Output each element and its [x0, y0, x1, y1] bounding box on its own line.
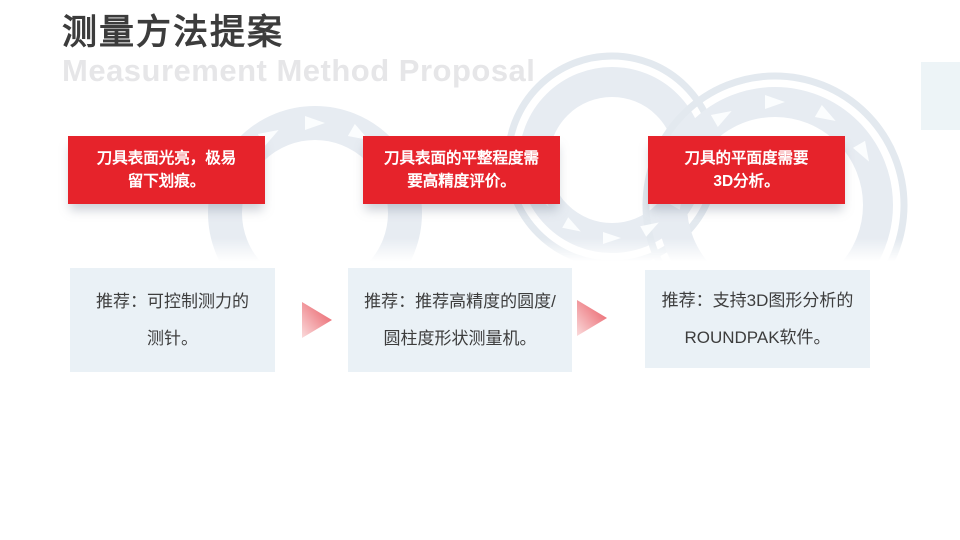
ring-fade-overlay	[0, 238, 960, 264]
flow-arrow-icon	[302, 302, 332, 338]
header: 测量方法提案 Measurement Method Proposal	[62, 12, 535, 88]
recommendation-card-text: 推荐：可控制测力的	[96, 292, 249, 311]
page-title: 测量方法提案	[62, 13, 285, 52]
problem-card-text: 刀具表面光亮，极易	[96, 150, 237, 167]
corner-accent-square	[921, 62, 960, 130]
recommendation-card-2: 推荐：推荐高精度的圆度/ 圆柱度形状测量机。	[348, 268, 572, 372]
recommendation-card-1: 推荐：可控制测力的 测针。	[70, 268, 275, 372]
problem-card-text: 刀具的平面度需要	[684, 150, 809, 167]
recommendation-card-text: 圆柱度形状测量机。	[383, 329, 537, 348]
problem-card-text: 3D分析。	[713, 173, 780, 190]
problem-card-text: 留下划痕。	[127, 173, 206, 190]
problem-card-1: 刀具表面光亮，极易 留下划痕。	[68, 136, 265, 204]
page-subtitle: Measurement Method Proposal	[62, 53, 536, 88]
recommendation-card-text: 推荐：推荐高精度的圆度/	[364, 292, 556, 311]
flow-arrow-icon	[577, 300, 607, 336]
recommendation-card-3: 推荐：支持3D图形分析的 ROUNDPAK软件。	[645, 270, 870, 368]
recommendation-card-text: ROUNDPAK软件。	[684, 328, 831, 347]
recommendation-card-text: 推荐：支持3D图形分析的	[661, 291, 854, 310]
recommendation-card-text: 测针。	[147, 329, 198, 348]
problem-card-2: 刀具表面的平整程度需 要高精度评价。	[363, 136, 560, 204]
problem-card-text: 刀具表面的平整程度需	[383, 150, 539, 167]
problem-card-text: 要高精度评价。	[407, 173, 516, 190]
problem-card-3: 刀具的平面度需要 3D分析。	[648, 136, 845, 204]
